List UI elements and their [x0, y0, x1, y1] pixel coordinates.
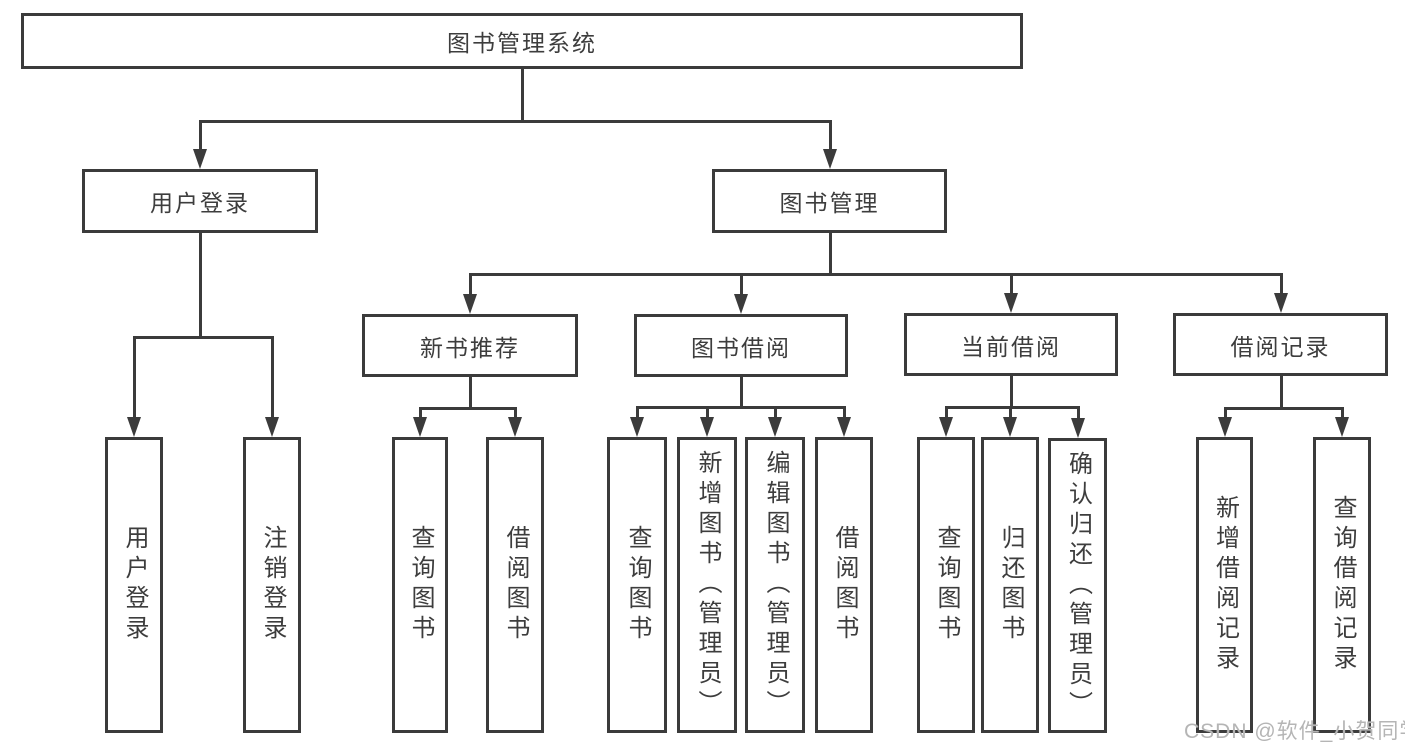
- node-current-query-book: 查询图书: [917, 437, 975, 733]
- arrowhead-borrow-add-book: [700, 417, 714, 437]
- connector-drop-user-login: [199, 120, 202, 151]
- connector-stem-book-mgmt: [829, 233, 832, 276]
- node-label-current-borrow: 当前借阅: [961, 333, 1061, 360]
- connector-drop-records-query-record: [1341, 407, 1344, 419]
- connector-drop-borrow-edit-book: [774, 406, 777, 419]
- node-borrow-query-book: 查询图书: [607, 437, 667, 733]
- connector-drop-user-login-action: [133, 336, 136, 419]
- node-rec-query-book: 查询图书: [392, 437, 448, 733]
- csdn-watermark: CSDN @软件_小贺同学: [1184, 720, 1405, 743]
- node-label-borrow-edit-book: 编辑图书（管理员）: [762, 450, 789, 720]
- connector-stem-book-borrow: [740, 377, 743, 409]
- node-user-logout-action: 注销登录: [243, 437, 301, 733]
- connector-drop-current-borrow: [1010, 273, 1013, 295]
- connector-drop-book-mgmt: [829, 120, 832, 151]
- arrowhead-book-borrow: [734, 294, 748, 314]
- node-label-borrow-add-book: 新增图书（管理员）: [694, 450, 721, 720]
- arrowhead-user-login: [193, 149, 207, 169]
- arrowhead-rec-query-book: [413, 417, 427, 437]
- arrowhead-rec-borrow-book: [508, 417, 522, 437]
- node-records-add-record: 新增借阅记录: [1196, 437, 1253, 733]
- connector-stem-current-borrow: [1010, 376, 1013, 409]
- node-borrow-borrow-book: 借阅图书: [815, 437, 873, 733]
- connector-drop-borrow-records: [1280, 273, 1283, 295]
- arrowhead-user-login-action: [127, 417, 141, 437]
- node-label-user-login-action: 用户登录: [121, 525, 148, 645]
- node-label-book-borrow: 图书借阅: [691, 334, 791, 361]
- node-label-book-mgmt: 图书管理: [779, 190, 880, 216]
- node-label-records-add-record: 新增借阅记录: [1211, 495, 1239, 675]
- connector-drop-new-book-rec: [469, 273, 472, 296]
- connector-stem-borrow-records: [1280, 376, 1283, 410]
- arrowhead-current-query-book: [939, 417, 953, 437]
- node-label-borrow-borrow-book: 借阅图书: [831, 525, 858, 645]
- node-records-query-record: 查询借阅记录: [1313, 437, 1371, 733]
- node-label-current-query-book: 查询图书: [933, 525, 960, 645]
- node-rec-borrow-book: 借阅图书: [486, 437, 544, 733]
- connector-drop-borrow-add-book: [706, 406, 709, 419]
- connector-drop-current-query-book: [945, 406, 948, 419]
- connector-rail-user-login: [133, 336, 274, 339]
- arrowhead-borrow-records: [1274, 293, 1288, 313]
- connector-stem-user-login: [199, 233, 202, 339]
- node-label-borrow-records: 借阅记录: [1230, 333, 1331, 360]
- connector-stem-new-book-rec: [469, 377, 472, 410]
- node-label-rec-query-book: 查询图书: [407, 525, 434, 645]
- arrowhead-records-add-record: [1218, 417, 1232, 437]
- arrowhead-book-mgmt: [823, 149, 837, 169]
- node-new-book-rec: 新书推荐: [362, 314, 578, 377]
- node-label-rec-borrow-book: 借阅图书: [502, 525, 529, 645]
- node-label-root: 图书管理系统: [447, 30, 597, 56]
- connector-drop-records-add-record: [1224, 407, 1227, 419]
- connector-drop-rec-borrow-book: [514, 407, 517, 419]
- connector-rail-borrow-records: [1224, 407, 1344, 410]
- node-borrow-records: 借阅记录: [1173, 313, 1388, 376]
- node-root: 图书管理系统: [21, 13, 1023, 69]
- node-user-login: 用户登录: [82, 169, 318, 233]
- node-current-confirm-return: 确认归还（管理员）: [1048, 438, 1107, 733]
- connector-drop-rec-query-book: [419, 407, 422, 419]
- node-user-login-action: 用户登录: [105, 437, 163, 733]
- connector-rail-book-mgmt: [469, 273, 1283, 276]
- connector-drop-current-return-book: [1009, 406, 1012, 419]
- connector-drop-borrow-borrow-book: [843, 406, 846, 419]
- arrowhead-current-borrow: [1004, 293, 1018, 313]
- arrowhead-new-book-rec: [463, 294, 477, 314]
- connector-drop-borrow-query-book: [636, 406, 639, 419]
- node-book-mgmt: 图书管理: [712, 169, 947, 233]
- arrowhead-current-confirm-return: [1071, 418, 1085, 438]
- node-label-records-query-record: 查询借阅记录: [1329, 495, 1356, 675]
- node-borrow-add-book: 新增图书（管理员）: [677, 437, 737, 733]
- connector-drop-book-borrow: [740, 273, 743, 296]
- connector-rail-current-borrow: [945, 406, 1080, 409]
- connector-drop-user-logout-action: [271, 336, 274, 419]
- arrowhead-records-query-record: [1335, 417, 1349, 437]
- arrowhead-borrow-edit-book: [768, 417, 782, 437]
- node-label-user-login: 用户登录: [150, 190, 250, 216]
- arrowhead-user-logout-action: [265, 417, 279, 437]
- node-label-current-return-book: 归还图书: [997, 525, 1024, 645]
- node-label-borrow-query-book: 查询图书: [624, 525, 651, 645]
- node-label-current-confirm-return: 确认归还（管理员）: [1064, 450, 1092, 721]
- connector-drop-current-confirm-return: [1077, 406, 1080, 420]
- node-label-new-book-rec: 新书推荐: [420, 334, 520, 361]
- connector-rail-root: [199, 120, 832, 123]
- connector-rail-new-book-rec: [419, 407, 517, 410]
- node-current-borrow: 当前借阅: [904, 313, 1118, 376]
- arrowhead-borrow-borrow-book: [837, 417, 851, 437]
- node-label-user-logout-action: 注销登录: [259, 525, 286, 645]
- node-current-return-book: 归还图书: [981, 437, 1039, 733]
- node-borrow-edit-book: 编辑图书（管理员）: [745, 437, 805, 733]
- arrowhead-current-return-book: [1003, 417, 1017, 437]
- arrowhead-borrow-query-book: [630, 417, 644, 437]
- connector-stem-root: [521, 69, 524, 123]
- node-book-borrow: 图书借阅: [634, 314, 848, 377]
- connector-rail-book-borrow: [636, 406, 846, 409]
